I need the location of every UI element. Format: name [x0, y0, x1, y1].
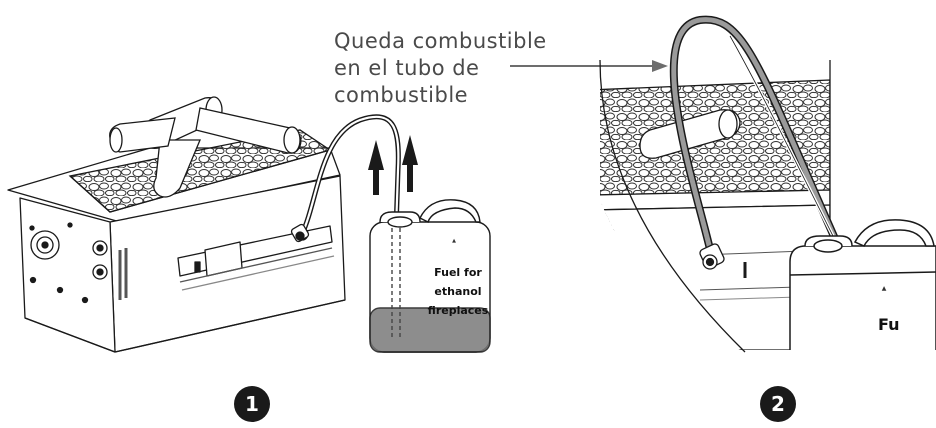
callout-line3: combustible: [334, 82, 594, 109]
callout-line1: Queda combustible: [334, 28, 594, 55]
fuel-canister-detail: [790, 220, 936, 350]
canister-label-line1: Fuel for: [434, 266, 482, 279]
canister-label-line2: ethanol: [434, 285, 481, 298]
canister-label-partial: Fu: [878, 315, 900, 334]
canister-brand-detail: ▲: [882, 285, 887, 292]
callout-line2: en el tubo de: [334, 55, 594, 82]
step-2-badge: 2: [760, 386, 796, 422]
step-1-badge: 1: [234, 386, 270, 422]
zoom-detail: ▲ Fu: [590, 20, 936, 352]
lift-arrows: [368, 135, 418, 195]
callout-caption: Queda combustible en el tubo de combusti…: [334, 28, 594, 109]
canister-label-line3: fireplaces: [428, 304, 489, 317]
canister-brand: ▲: [452, 238, 456, 244]
